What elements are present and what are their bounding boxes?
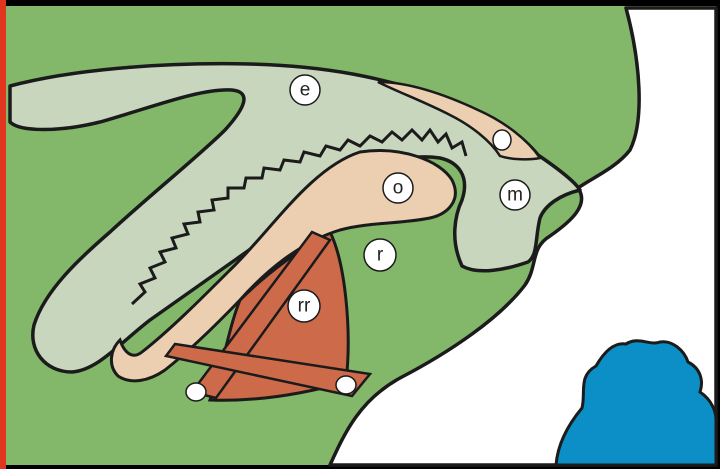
- label-m: m: [500, 180, 530, 210]
- small-oval-top: [493, 130, 511, 150]
- label-e: e: [290, 75, 320, 105]
- frame-left-edge: [0, 0, 6, 469]
- svg-text:rr: rr: [298, 296, 311, 317]
- svg-text:e: e: [300, 80, 311, 101]
- label-rr: rr: [288, 290, 320, 322]
- svg-text:o: o: [393, 178, 404, 199]
- svg-text:m: m: [507, 185, 523, 206]
- small-oval-left: [186, 383, 206, 401]
- small-oval-right: [336, 376, 356, 394]
- label-o: o: [383, 173, 413, 203]
- svg-text:r: r: [377, 245, 384, 266]
- label-r: r: [364, 239, 396, 271]
